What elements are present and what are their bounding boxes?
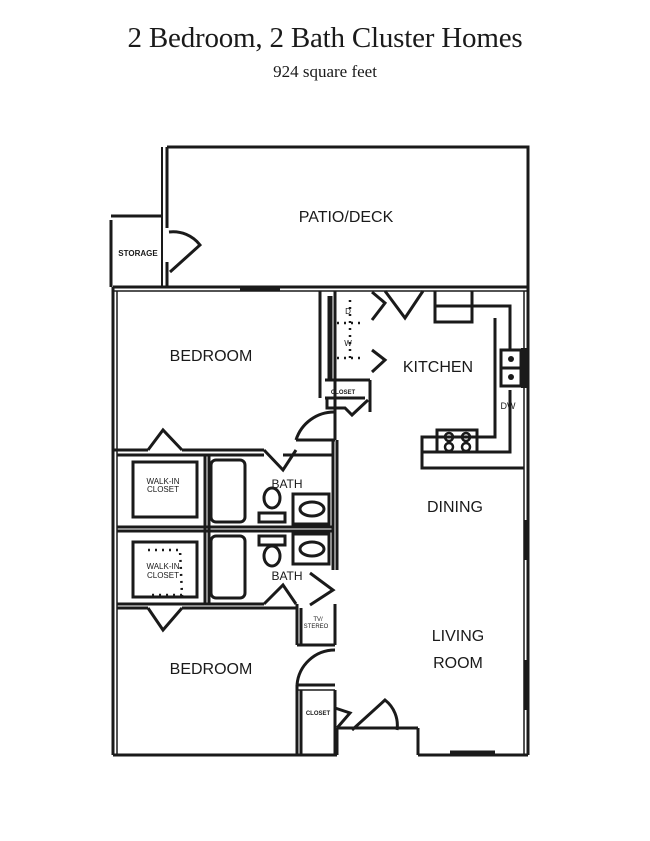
label-entry-closet: CLOSET [306,711,331,717]
laundry-door-2 [370,348,388,374]
walkin-top-door [146,427,184,452]
label-walkin-top-1: WALK-IN [146,477,179,486]
storage-door [168,230,203,274]
page-title: 2 Bedroom, 2 Bath Cluster Homes [127,22,523,54]
label-bath-bottom: BATH [271,569,302,583]
label-dryer: D [345,307,351,316]
label-walkin-top-2: CLOSET [147,485,179,494]
label-walkin-bottom-2: CLOSET [147,571,179,580]
label-kitchen: KITCHEN [403,359,473,376]
label-walkin-bottom-1: WALK-IN [146,562,179,571]
bath-top-door [262,448,298,473]
patio-door [383,290,425,321]
label-bedroom-top: BEDROOM [170,348,253,365]
entry-closet-door [334,706,353,729]
storage-outline [109,214,163,287]
label-living-2: ROOM [433,655,483,672]
entry-door [350,698,399,732]
tv-stereo-closet [295,604,337,755]
label-living-1: LIVING [432,628,484,645]
label-washer: W [344,339,352,348]
label-dishwasher: DW [501,401,516,411]
walkin-bottom-door [146,607,184,633]
bath-bottom-door [309,571,336,607]
label-kitchen-closet: CLOSET [331,390,356,396]
laundry-door-1 [370,290,388,321]
bath-walls [117,440,339,633]
label-storage: STORAGE [118,249,158,258]
square-footage: 924 square feet [273,62,377,81]
label-tv-2: STEREO [304,624,329,630]
bedroom-top-walls [113,291,365,452]
laundry-walls [325,290,388,412]
kitchen-closet-door [325,398,370,418]
label-bedroom-bottom: BEDROOM [170,661,253,678]
label-dining: DINING [427,499,483,516]
bedroom-top-door [294,410,336,441]
label-tv-1: TV/ [313,617,323,623]
kitchen-counters [420,291,527,470]
bedroom-bottom-door [295,648,336,686]
label-bath-top: BATH [271,477,302,491]
label-patio: PATIO/DECK [299,209,394,226]
